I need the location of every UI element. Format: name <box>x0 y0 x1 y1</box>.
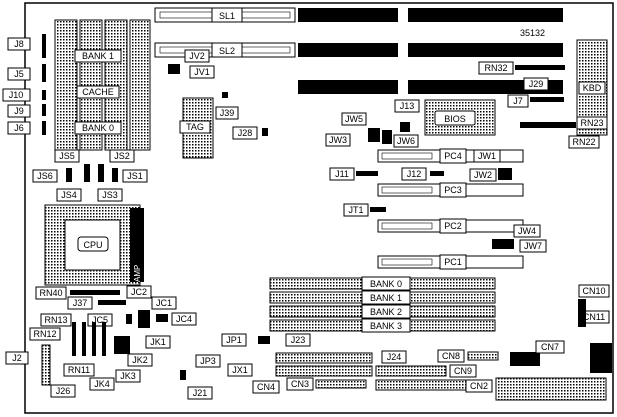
label-j24: J24 <box>387 352 402 362</box>
left-jumper-pins <box>42 34 46 135</box>
label-j6: J6 <box>14 123 24 133</box>
label-sl2: SL2 <box>219 46 235 56</box>
label-jx1: JX1 <box>232 365 248 375</box>
rn-resistor-packs <box>72 322 130 356</box>
label-js1: JS1 <box>127 171 143 181</box>
label-rn40: RN40 <box>39 288 62 298</box>
label-j9: J9 <box>14 106 24 116</box>
label-jc2: JC2 <box>131 287 147 297</box>
label-amp: AMP <box>133 265 142 282</box>
label-pc4: PC4 <box>444 151 462 161</box>
label-cn8: CN8 <box>442 351 460 361</box>
label-jw5: JW5 <box>345 114 363 124</box>
label-js6: JS6 <box>37 171 53 181</box>
label-simm-bank3: BANK 3 <box>370 321 402 331</box>
label-cn10: CN10 <box>582 286 605 296</box>
js-jumper-pins <box>66 164 118 182</box>
label-jk2: JK2 <box>132 355 148 365</box>
label-j2: J2 <box>12 353 22 363</box>
label-jk1: JK1 <box>150 337 166 347</box>
label-jv1: JV1 <box>194 67 210 77</box>
label-tag: TAG <box>186 122 204 132</box>
label-cn9: CN9 <box>454 366 472 376</box>
label-cn2: CN2 <box>470 381 488 391</box>
label-cn11: CN11 <box>583 312 605 322</box>
label-simm-bank0: BANK 0 <box>370 279 402 289</box>
label-j5: J5 <box>14 69 24 79</box>
label-j10: J10 <box>9 90 24 100</box>
label-j39: J39 <box>220 108 235 118</box>
label-j8: J8 <box>14 39 24 49</box>
label-rn23: RN23 <box>580 118 603 128</box>
label-jp3: JP3 <box>200 356 216 366</box>
label-rn11: RN11 <box>68 365 90 375</box>
label-js4: JS4 <box>61 190 77 200</box>
label-jw6: JW6 <box>397 136 415 146</box>
label-j23: J23 <box>291 335 306 345</box>
label-j28: J28 <box>238 128 253 138</box>
label-pc3: PC3 <box>444 185 462 195</box>
label-cpu: CPU <box>83 240 102 250</box>
label-jk3: JK3 <box>120 371 136 381</box>
label-j12: J12 <box>407 169 422 179</box>
label-cache: CACHE <box>82 87 114 97</box>
label-cn7: CN7 <box>541 342 559 352</box>
label-rn32: RN32 <box>484 63 507 73</box>
label-j21: J21 <box>193 388 208 398</box>
label-jv2: JV2 <box>189 51 205 61</box>
label-bank0-cache: BANK 0 <box>82 123 114 133</box>
label-pc2: PC2 <box>444 221 462 231</box>
label-jw4: JW4 <box>518 226 536 236</box>
figure-number: 35132 <box>520 28 545 38</box>
label-js2: JS2 <box>114 151 130 161</box>
label-jw2: JW2 <box>474 170 492 180</box>
label-sl1: SL1 <box>219 11 235 21</box>
label-jc5: JC5 <box>92 315 108 325</box>
label-js3: JS3 <box>102 190 118 200</box>
label-rn13: RN13 <box>44 315 67 325</box>
label-rn12: RN12 <box>33 329 56 339</box>
label-bios: BIOS <box>444 114 466 124</box>
jc-jumper-pins <box>126 310 168 328</box>
label-jw1: JW1 <box>478 151 496 161</box>
label-js5: JS5 <box>59 151 75 161</box>
label-kbd: KBD <box>583 83 602 93</box>
label-j26: J26 <box>56 386 71 396</box>
label-j7: J7 <box>513 96 523 106</box>
jw-jumper-pins <box>368 122 410 144</box>
label-pc1: PC1 <box>444 257 462 267</box>
label-jp1: JP1 <box>226 335 242 345</box>
label-simm-bank1: BANK 1 <box>370 293 402 303</box>
label-jk4: JK4 <box>94 379 110 389</box>
label-jw3: JW3 <box>329 135 347 145</box>
label-jw7: JW7 <box>524 241 542 251</box>
label-j29: J29 <box>529 79 544 89</box>
label-cn3: CN3 <box>291 379 309 389</box>
label-rn22: RN22 <box>572 137 595 147</box>
label-j11: J11 <box>335 169 349 179</box>
label-jt1: JT1 <box>348 205 363 215</box>
label-cn4: CN4 <box>257 382 275 392</box>
label-bank1-cache: BANK 1 <box>82 51 114 61</box>
label-jc1: JC1 <box>156 298 172 308</box>
label-simm-bank2: BANK 2 <box>370 307 402 317</box>
label-j37: J37 <box>73 298 88 308</box>
label-jc4: JC4 <box>176 314 192 324</box>
label-j13: J13 <box>400 101 415 111</box>
